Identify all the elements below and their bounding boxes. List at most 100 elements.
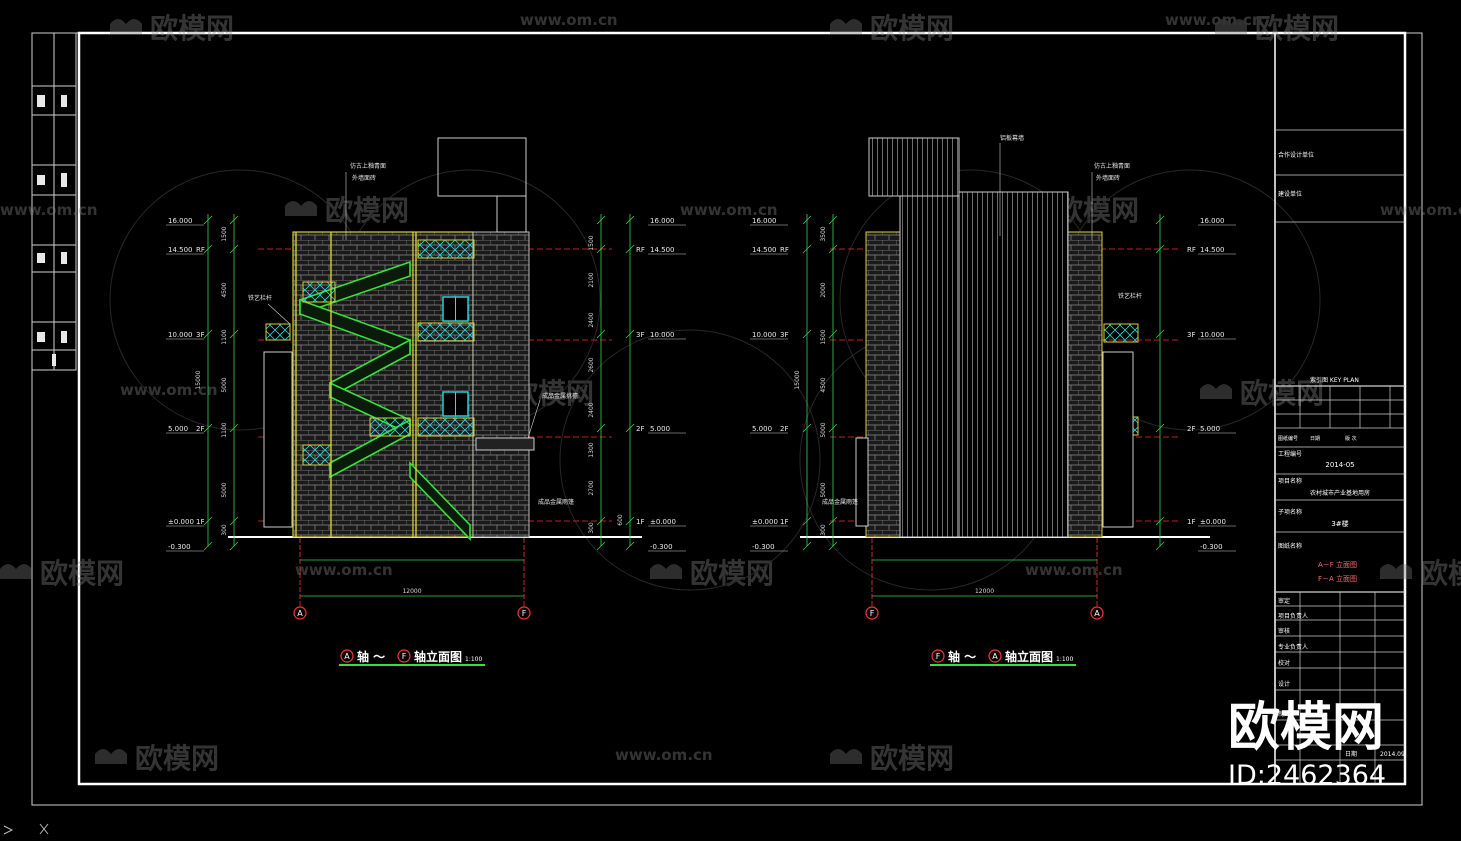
- title-bubble: [931, 649, 945, 663]
- level-label: 5.000: [1200, 425, 1220, 433]
- title-text: 轴 ～: [948, 649, 976, 664]
- dimension-tick: [203, 541, 213, 551]
- level-label: 5.000: [752, 425, 772, 433]
- watermark-brand: 欧模网: [690, 557, 774, 590]
- watermark-logo-icon: [95, 749, 127, 764]
- overall-dimension-value: 12000: [975, 588, 994, 595]
- dimension-tick: [828, 423, 838, 433]
- level-label: 16.000: [752, 217, 777, 225]
- drawing-label: 图纸名称: [1278, 542, 1302, 550]
- note-text: 铝板幕墙: [1000, 134, 1024, 142]
- dimension-tick: [203, 516, 213, 526]
- dimension-tick: [229, 329, 239, 339]
- floor-tag: 1F: [1187, 518, 1195, 526]
- watermark-logo-icon: [830, 19, 862, 34]
- project-label: 工程编号: [1278, 450, 1302, 458]
- inner-frame: [77, 31, 1407, 786]
- watermark-brand: 欧模网: [1255, 12, 1339, 45]
- dimension-tick: [828, 329, 838, 339]
- level-label: -0.300: [650, 543, 673, 551]
- side-wall-right: [1067, 231, 1103, 538]
- dimension-tick: [1155, 329, 1165, 339]
- floor-tag: RF: [636, 246, 645, 254]
- dimension-tick: [203, 329, 213, 339]
- role-label: 审核: [1278, 627, 1290, 635]
- railing-panel: [369, 417, 411, 437]
- sub-name: 3#楼: [1331, 519, 1348, 528]
- railing-panel: [302, 281, 336, 303]
- watermark-layer: 欧模网欧模网欧模网欧模网欧模网欧模网欧模网欧模网欧模网欧模网欧模网欧模网www.…: [0, 11, 1461, 775]
- dimension-tick: [596, 516, 606, 526]
- note-text: 外墙面砖: [1096, 174, 1120, 182]
- level-label: 10.000: [168, 331, 193, 339]
- date-value: 2014.09: [1380, 751, 1405, 758]
- dimension-value: 5000: [820, 422, 827, 437]
- project-name: 农村城市产业基地用房: [1310, 489, 1370, 497]
- dimension-tick: [229, 244, 239, 254]
- watermark-site: www.om.cn: [1380, 201, 1461, 219]
- watermark-site: www.om.cn: [0, 201, 98, 219]
- title-unit2: 建设单位: [1278, 190, 1302, 198]
- dimension-tick: [596, 244, 606, 254]
- dimension-tick: [1155, 516, 1165, 526]
- project-number: 2014-05: [1325, 461, 1354, 469]
- role-label: 设计: [1278, 680, 1290, 688]
- side-wall-left: [865, 231, 901, 538]
- dimension-tick: [1155, 215, 1165, 225]
- level-label: 16.000: [168, 217, 193, 225]
- door-frame: [263, 351, 293, 528]
- leader-line: [527, 399, 541, 439]
- dimension-tick: [1155, 541, 1165, 551]
- door-frame: [855, 437, 869, 527]
- floor-tag: 3F: [636, 331, 644, 339]
- cursor-icon: [3, 823, 49, 835]
- main-wall: [472, 231, 530, 538]
- dimension-value: 2700: [588, 480, 595, 495]
- dimension-value: 1500: [221, 226, 228, 241]
- axis-label: F: [522, 609, 527, 618]
- watermark-logo-icon: [1380, 564, 1412, 579]
- dimension-tick: [828, 215, 838, 225]
- sub-label: 子项名称: [1278, 508, 1302, 516]
- watermark-logo-icon: [830, 749, 862, 764]
- level-label: 10.000: [752, 331, 777, 339]
- watermark-site: www.om.cn: [615, 746, 713, 764]
- watermark-brand: 欧模网: [1420, 557, 1461, 590]
- drawing-name: F－A 立面图: [1318, 574, 1357, 583]
- watermark-brand-large: 欧模网: [1228, 698, 1384, 758]
- dimension-tick: [229, 541, 239, 551]
- title-text: 轴 ～: [357, 649, 385, 664]
- note-text: 外墙面砖: [352, 174, 376, 182]
- dimension-tick: [802, 329, 812, 339]
- watermark-brand: 欧模网: [1240, 377, 1324, 410]
- level-label: 16.000: [650, 217, 675, 225]
- role-label: 专业负责人: [1278, 643, 1308, 651]
- level-label: -0.300: [1200, 543, 1223, 551]
- binding-marks: [37, 95, 67, 366]
- level-label: ±0.000: [1200, 518, 1226, 526]
- overall-dimension-value: 12000: [402, 588, 421, 595]
- watermark-logo-icon: [1200, 384, 1232, 399]
- leader-line: [267, 303, 291, 325]
- axis-bubble: [517, 606, 531, 620]
- dimension-value: 300: [820, 524, 827, 536]
- floor-tag: 1F: [196, 518, 204, 526]
- title-unit1: 合作设计单位: [1278, 151, 1314, 159]
- title-bubble: [988, 649, 1002, 663]
- floor-tag: RF: [196, 246, 205, 254]
- dimension-value: 2400: [588, 402, 595, 417]
- railing-panel: [302, 444, 332, 466]
- outer-frame: [31, 32, 1423, 806]
- dimension-value: 1500: [820, 329, 827, 344]
- title-block: 合作设计单位建设单位索引图 KEY PLAN图纸编号日期版 次工程编号2014-…: [1228, 33, 1405, 791]
- metal-canopy: [475, 437, 535, 451]
- dimension-tick: [625, 423, 635, 433]
- dimension-tick: [625, 516, 635, 526]
- level-label: ±0.000: [752, 518, 778, 526]
- title-bubble: [340, 649, 354, 663]
- note-text: 铁艺栏杆: [1118, 292, 1142, 300]
- level-label: -0.300: [752, 543, 775, 551]
- level-label: ±0.000: [168, 518, 194, 526]
